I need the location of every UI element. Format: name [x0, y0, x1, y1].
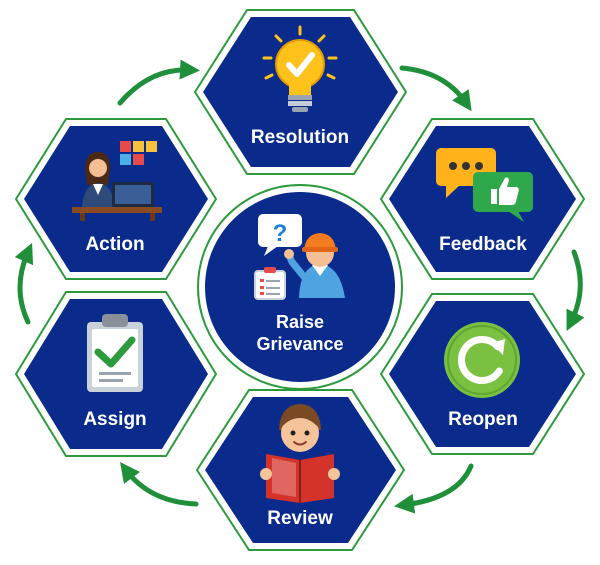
step-action: Action: [14, 118, 218, 280]
step-label-review: Review: [267, 508, 333, 529]
step-assign: Assign: [14, 291, 218, 457]
step-label-assign: Assign: [83, 409, 146, 430]
office-worker-icon: [72, 141, 162, 221]
arrow-assign-to-action: [14, 242, 34, 325]
center-fill: [205, 192, 395, 382]
arrow-review-to-assign: [119, 462, 199, 507]
center-raise-grievance: ? Raise Grievance: [197, 184, 403, 390]
center-label-line2: Grievance: [256, 334, 343, 354]
chat-thumbs-up-icon: [436, 148, 533, 222]
person-question-icon: ?: [254, 214, 345, 300]
step-label-resolution: Resolution: [251, 127, 349, 148]
step-resolution: Resolution: [193, 9, 408, 175]
arrow-feedback-to-reopen: [566, 249, 585, 331]
arrow-action-to-resolution: [117, 59, 200, 106]
center-label-line1: Raise: [276, 312, 324, 332]
step-label-feedback: Feedback: [439, 234, 527, 255]
refresh-icon: [444, 322, 520, 398]
step-review: Review: [195, 389, 406, 551]
svg-text:?: ?: [273, 220, 288, 247]
lightbulb-check-icon: [262, 25, 338, 112]
reading-book-icon: [260, 404, 340, 503]
step-label-action: Action: [85, 234, 144, 255]
arrow-resolution-to-feedback: [399, 65, 472, 112]
step-feedback: Feedback: [379, 118, 586, 280]
clipboard-check-icon: [87, 314, 143, 392]
flow-arrows: [14, 59, 585, 514]
step-label-reopen: Reopen: [448, 409, 518, 430]
arrow-reopen-to-review: [394, 463, 474, 514]
step-reopen: Reopen: [379, 293, 586, 455]
